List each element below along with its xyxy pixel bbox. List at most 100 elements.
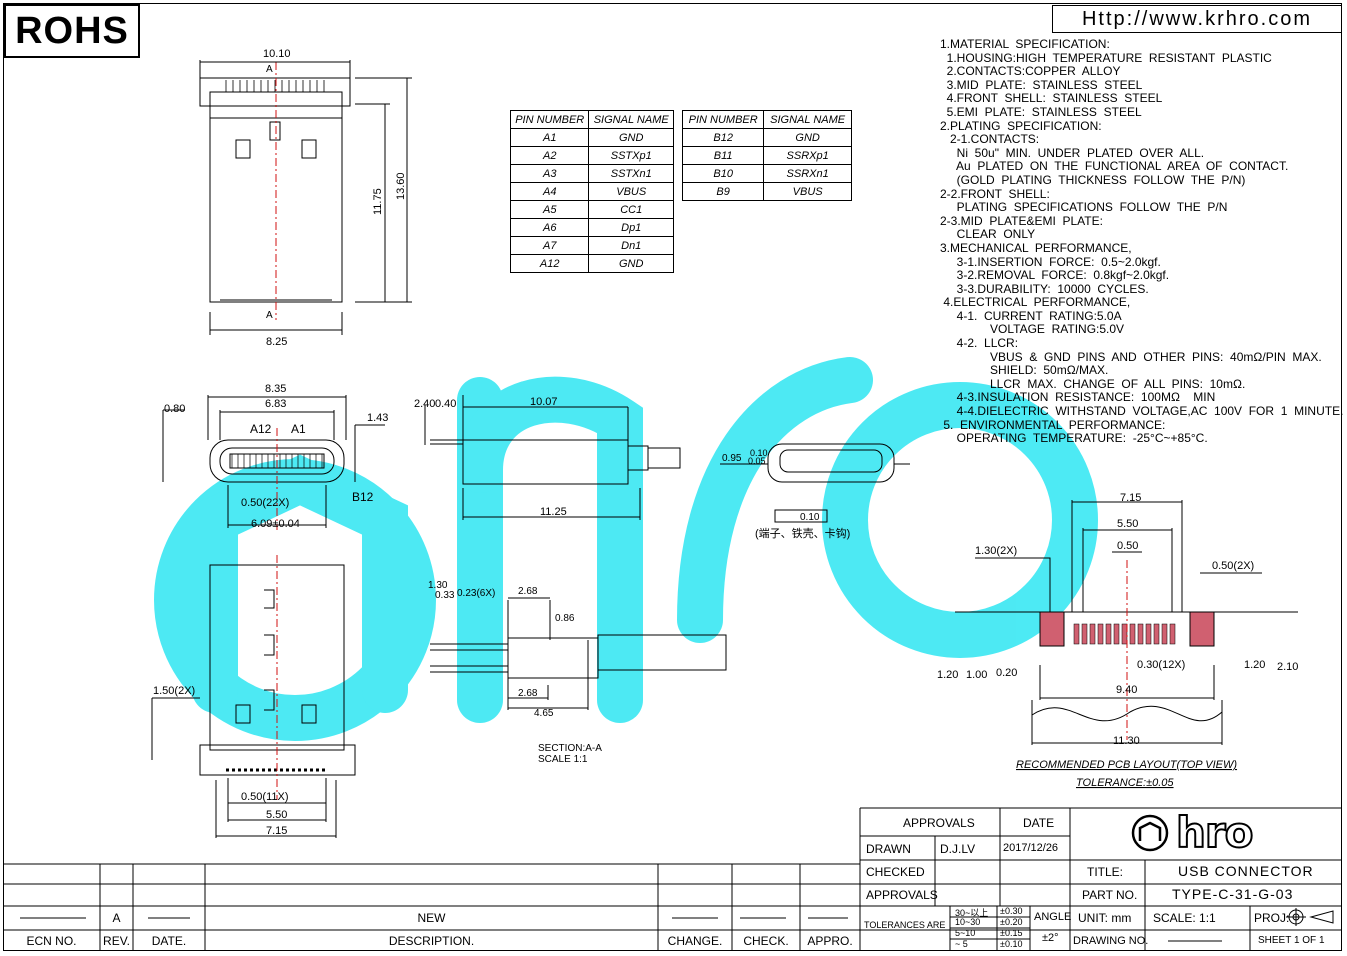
spec-line: 3.MID PLATE: STAINLESS STEEL [940,77,1143,92]
spec-line: VBUS & GND PINS AND OTHER PINS: 40mΩ/PIN… [940,349,1322,364]
rev-header-rev: REV. [103,934,130,948]
spec-line: 2-2.FRONT SHELL: [940,186,1050,201]
tb-tol-3b: ±0.10 [1000,939,1023,949]
tb-scale: SCALE: 1:1 [1153,911,1216,925]
tb-approvals-row: APPROVALS [866,888,938,902]
section-mark-a-top: A [266,64,273,75]
dim-sec-a2: 0.33 [435,590,455,601]
dim-sec-a3: 0.23(6X) [457,588,495,599]
dim-bottom-w2: 7.15 [266,825,287,837]
spec-line: 3-1.INSERTION FORCE: 0.5~2.0kgf. [940,254,1161,269]
spec-line: OPERATING TEMPERATURE: -25°C~+85°C. [940,431,1208,446]
spec-line: 1.MATERIAL SPECIFICATION: [940,37,1110,51]
tb-title-value: USB CONNECTOR [1178,863,1314,879]
dim-pcb-h5: 2.10 [1277,661,1298,673]
company-url[interactable]: Http://www.krhro.com [1052,5,1342,33]
dim-pcb-h1: 1.20 [937,669,958,681]
spec-line: 4-3.INSULATION RESISTANCE: 100MΩ MIN [940,390,1216,405]
section-scale: SCALE 1:1 [538,754,588,765]
rev-value: A [112,911,121,925]
dim-pcb-pitch: 0.30(12X) [1137,659,1185,671]
dim-pcb-h2: 1.00 [966,669,987,681]
spec-line: 5. ENVIRONMENTAL PERFORMANCE: [940,417,1166,432]
flatness-note: (端子、铁壳、卡钩) [755,526,850,540]
spec-line: 4-2. LLCR: [940,336,1019,351]
spec-line: 2.CONTACTS:COPPER ALLOY [940,64,1121,79]
tb-tol-1b: ±0.20 [1000,917,1023,927]
dim-sec-a4: 2.68 [518,586,538,597]
drawing-frame [3,3,1342,951]
dim-pcb-left: 1.30(2X) [975,545,1017,557]
hexagon-logo-icon [1131,814,1169,852]
tb-checked: CHECKED [866,865,925,879]
tb-drawn-date: 2017/12/26 [1003,842,1059,854]
section-view: 1.30 0.33 0.23(6X) 2.68 0.86 2.68 4.65 S… [428,580,727,765]
dim-pcb-right: 0.50(2X) [1212,560,1254,572]
dim-sec-a1: 1.30 [428,580,448,591]
pin-b-header-number: PIN NUMBER [681,110,765,129]
bottom-view: 1.50(2X) 0.50(11X) 5.50 7.15 [151,555,356,838]
spec-line: 2-1.CONTACTS: [940,132,1040,147]
rev-header-change: CHANGE. [667,934,723,948]
logo-text: hro [1175,808,1254,857]
spec-line: SHIELD: 50mΩ/MAX. [940,363,1109,378]
pcb-tolerance: TOLERANCE:±0.05 [1076,777,1174,789]
spec-line: 3-3.DURABILITY: 10000 CYCLES. [940,281,1149,296]
spec-line: LLCR MAX. CHANGE OF ALL PINS: 10mΩ. [940,376,1246,391]
pcb-layout-title: RECOMMENDED PCB LAYOUT(TOP VIEW) [1016,759,1237,771]
rev-header-date: DATE. [151,934,187,948]
dim-end-a: 0.95 [722,453,742,464]
spec-line: 2-3.MID PLATE&EMI PLATE: [940,213,1103,228]
dim-front-left: 0.80 [164,403,185,415]
dim-top-height-1: 11.75 [372,188,384,215]
spec-line: (GOLD PLATING THICKNESS FOLLOW THE P/N) [940,172,1246,187]
dim-pcb-w3: 0.50 [1117,540,1138,552]
spec-line: Ni 50u" MIN. UNDER PLATED OVER ALL. [940,145,1205,160]
tb-angle: ANGLE [1034,911,1072,923]
spec-line: VOLTAGE RATING:5.0V [940,322,1125,337]
end-view: 0.95 0.10 0.05 0.10 (端子、铁壳、卡钩) [720,443,910,540]
spec-line: PLATING SPECIFICATIONS FOLLOW THE P/N [940,200,1228,215]
dim-bottom-pitch: 0.50(11X) [241,791,289,803]
dim-front-right: 1.43 [367,412,388,424]
pin-a-header-signal: SIGNAL NAME [588,110,674,129]
tb-part-label: PART NO. [1082,888,1138,902]
dim-top-width: 10.10 [263,48,291,60]
tb-tol-0b: ±0.30 [1000,906,1023,916]
dim-top-bottom-width: 8.25 [266,336,287,348]
projection-symbol-icon [1286,908,1334,926]
tb-drawn-by: D.J.LV [940,842,976,856]
dim-front-pitch: 0.50(22X) [241,497,289,509]
tb-drawing-no: DRAWING NO. [1073,935,1149,947]
dim-front-w2: 6.83 [265,398,286,410]
rev-description: NEW [417,911,446,925]
dim-side-length-2: 11.25 [540,506,567,518]
flatness-tolerance: 0.10 [800,512,820,523]
tb-tol-0a: 30~以上 [955,908,989,918]
dim-pcb-w2: 5.50 [1117,518,1138,530]
tb-proj: PROJ: [1254,911,1290,925]
dim-sec-a6: 2.68 [518,688,538,699]
rev-header-description: DESCRIPTION. [388,934,475,948]
spec-line: 3.MECHANICAL PERFORMANCE, [940,240,1132,255]
hro-logo: hro [1130,808,1254,857]
dim-front-w1: 8.35 [265,383,286,395]
tb-approvals: APPROVALS [903,816,975,830]
spec-line: 4-1. CURRENT RATING:5.0A [940,308,1122,323]
spec-line: 2.PLATING SPECIFICATION: [940,118,1102,133]
dim-sec-a5: 0.86 [555,613,575,624]
tb-date: DATE [1023,816,1055,830]
pin-a-header-number: PIN NUMBER [509,110,590,129]
rev-header-ecn: ECN NO. [26,934,77,948]
spec-line: 4.ELECTRICAL PERFORMANCE, [940,295,1131,310]
title-block-grid [3,807,1342,951]
top-view: 10.10 A A 8.25 11.75 13.60 [199,48,412,348]
tb-tol-3a: ~ 5 [955,939,968,949]
spec-line: 1.HOUSING:HIGH TEMPERATURE RESISTANT PLA… [940,50,1272,65]
